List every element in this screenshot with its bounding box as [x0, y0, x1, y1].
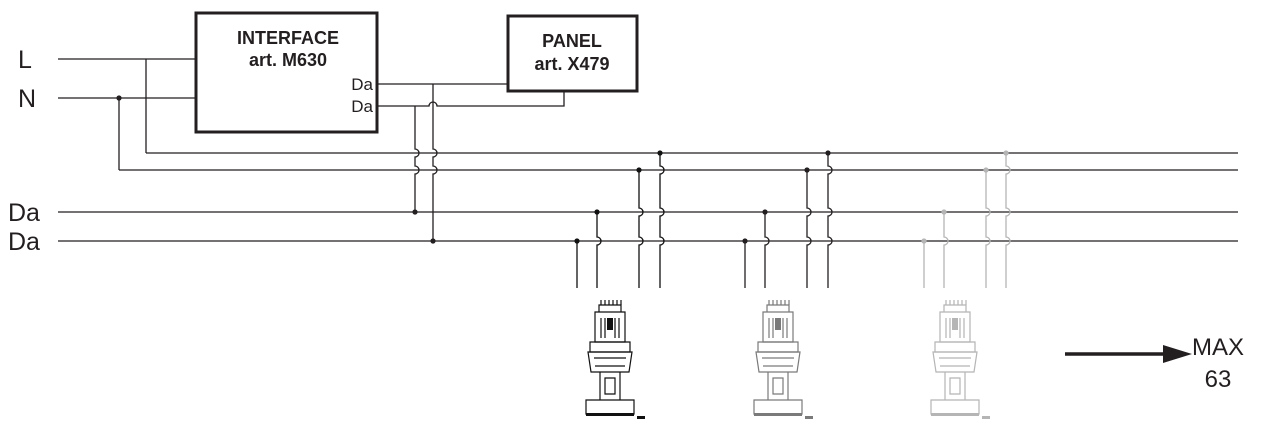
bus-lines — [58, 152, 1238, 242]
max-label: MAX — [1192, 334, 1244, 361]
tap-2-l — [827, 153, 833, 288]
tap-2-n — [806, 170, 812, 288]
interface-box — [194, 11, 379, 134]
device-taps-2-dots — [742, 150, 831, 244]
tap-3-n — [985, 170, 991, 288]
device-2 — [753, 300, 813, 419]
panel-article: art. X479 — [534, 54, 609, 74]
interface-port-da-1: Da — [351, 75, 373, 94]
tap-3-l — [1005, 153, 1011, 288]
device-taps-1 — [576, 153, 665, 288]
device-taps-2 — [744, 153, 833, 288]
n-junction-dot — [116, 95, 122, 101]
max-value: 63 — [1205, 366, 1232, 393]
da2-bus-drop — [432, 84, 438, 241]
tap-2-da1 — [764, 212, 770, 288]
line-l-label: L — [18, 46, 32, 74]
line-n-label: N — [18, 85, 36, 113]
tap-1-n — [638, 170, 644, 288]
interface-port-da-2: Da — [351, 97, 373, 116]
interface-outputs — [377, 83, 565, 241]
supply-lines — [58, 58, 196, 170]
interface-title: INTERFACE — [237, 28, 339, 48]
device-3 — [930, 300, 990, 419]
interface-article: art. M630 — [249, 50, 327, 70]
da1-junction-dot — [412, 209, 418, 215]
device-taps-3 — [923, 153, 1011, 288]
max-arrow-head — [1163, 345, 1192, 363]
da2-junction-dot — [430, 238, 436, 244]
tap-1-l — [659, 153, 665, 288]
bus-da1-label: Da — [8, 199, 40, 227]
panel-box — [506, 14, 639, 93]
tap-1-da1 — [596, 212, 602, 288]
da1-bus-drop — [414, 106, 420, 212]
bus-da2-label: Da — [8, 228, 40, 256]
device-taps-3-dots — [921, 150, 1009, 244]
device-taps-1-dots — [574, 150, 663, 244]
device-1 — [585, 300, 645, 419]
panel-title: PANEL — [542, 31, 602, 51]
tap-3-da1 — [943, 212, 949, 288]
da2-panel-wire — [377, 91, 565, 107]
devices-group — [585, 300, 990, 419]
